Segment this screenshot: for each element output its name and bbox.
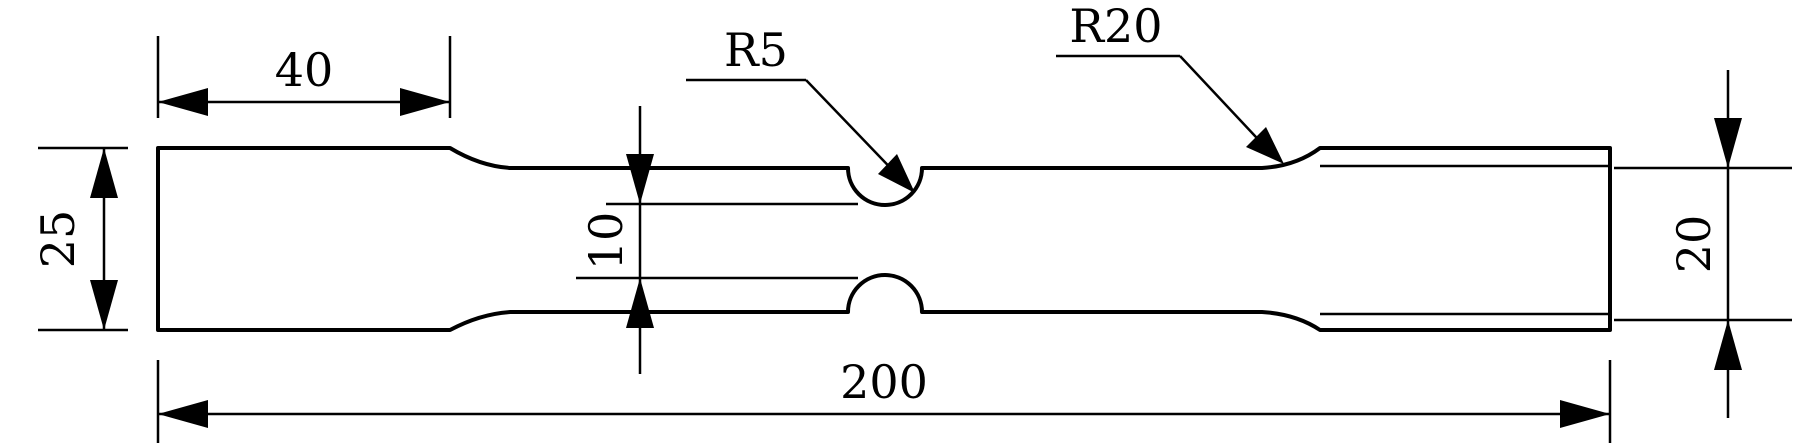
dimension-label-grip-width: 25 xyxy=(31,210,85,269)
specimen-outline xyxy=(156,146,1612,332)
leader-fillet-radius: R20 xyxy=(1056,0,1284,164)
dimension-arrowhead xyxy=(1714,118,1742,168)
dimension-gauge-width: 20 xyxy=(1614,70,1792,418)
dimension-label-grip-length: 40 xyxy=(275,43,334,97)
leader-notch-radius: R5 xyxy=(686,23,915,193)
dimension-arrowhead xyxy=(158,400,208,428)
dimension-arrowhead xyxy=(626,278,654,328)
leader-label-fillet-radius: R20 xyxy=(1069,0,1162,53)
dimension-arrowhead xyxy=(626,154,654,204)
dimension-arrowhead xyxy=(1560,400,1610,428)
dimension-label-gauge-width: 20 xyxy=(1667,215,1721,274)
dimension-overall-length: 200 xyxy=(156,355,1612,443)
dimension-arrowhead xyxy=(158,88,208,116)
leader-arrowhead xyxy=(1246,127,1284,164)
dimension-label-notch-spacing: 10 xyxy=(579,212,633,271)
dimension-grip-length: 40 xyxy=(156,36,452,118)
leader-arrowhead xyxy=(878,154,915,193)
dimension-grip-width: 25 xyxy=(31,146,128,332)
dimension-label-overall-length: 200 xyxy=(840,355,928,409)
dimension-notch-spacing: 10 xyxy=(576,106,858,374)
leader-label-notch-radius: R5 xyxy=(724,23,788,77)
dimension-arrowhead xyxy=(90,280,118,330)
dimension-arrowhead xyxy=(90,148,118,198)
dimension-arrowhead xyxy=(1714,320,1742,370)
dimension-arrowhead xyxy=(400,88,450,116)
